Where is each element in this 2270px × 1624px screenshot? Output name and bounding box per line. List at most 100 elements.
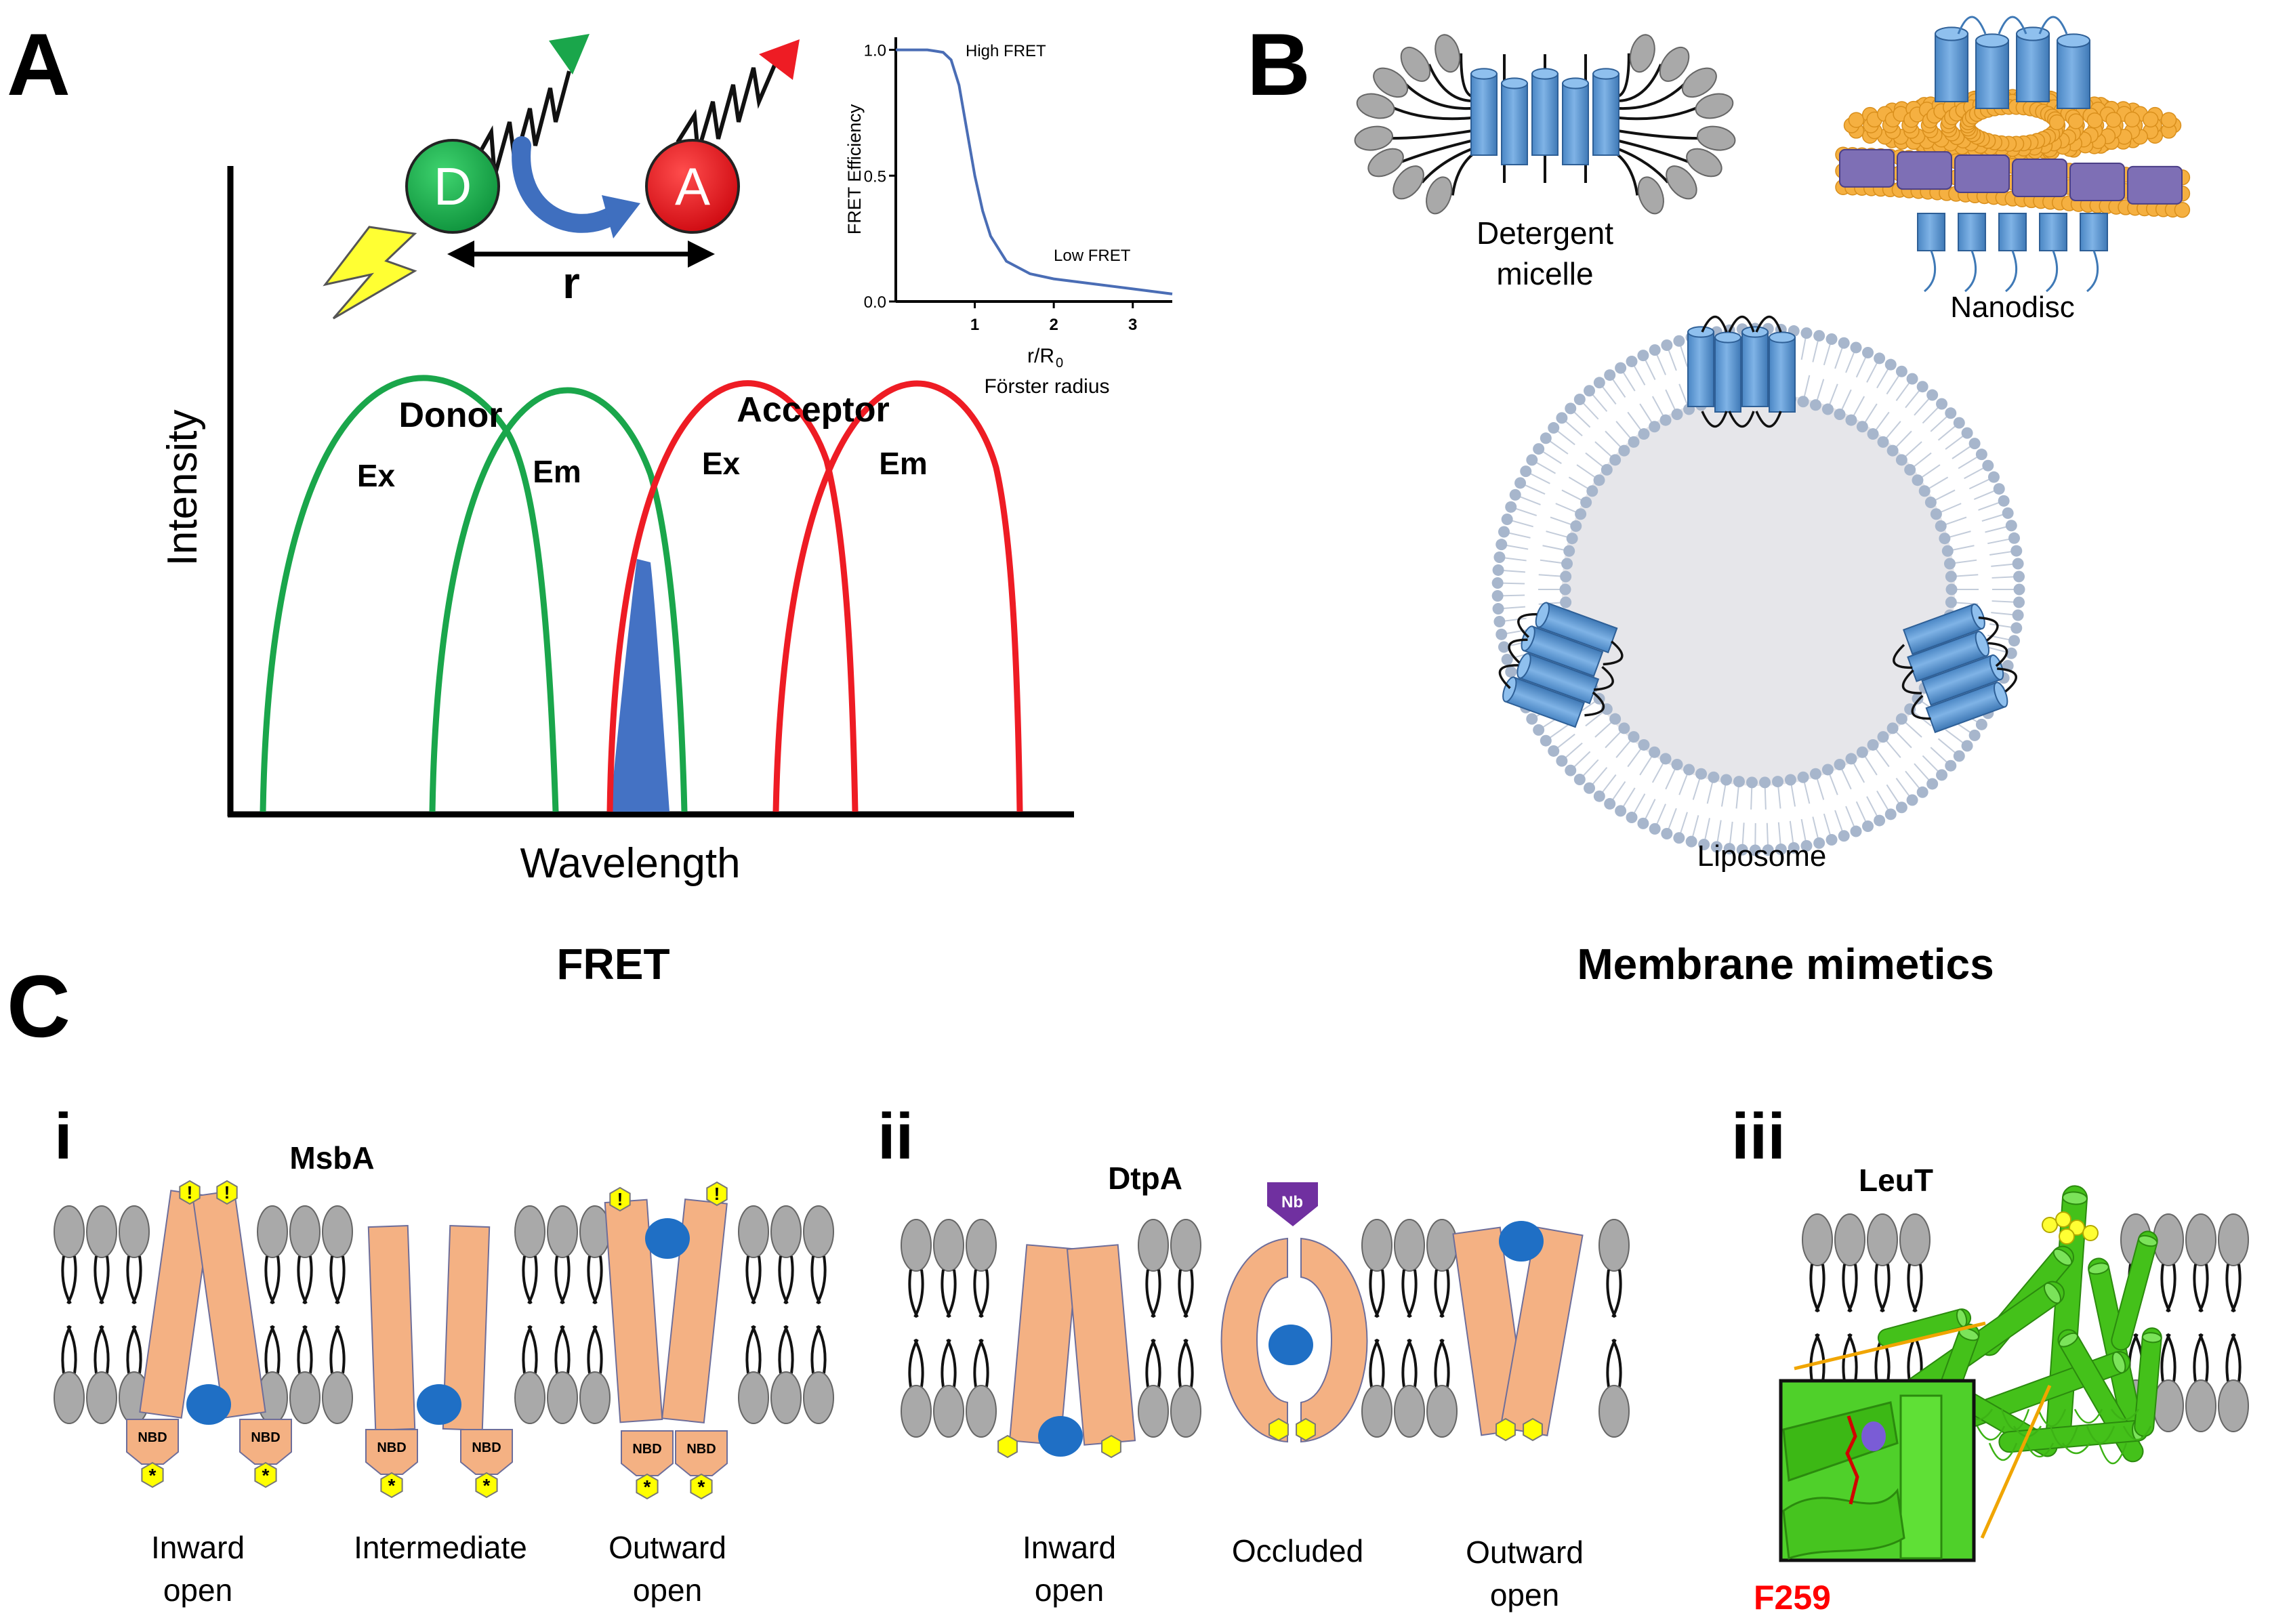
liposome-lipid-head [1548, 422, 1560, 434]
msba-inward-label-site-left-mark: ! [187, 1182, 193, 1203]
liposome-lipid-head [1540, 432, 1552, 444]
liposome-lipid-head [1498, 526, 1510, 538]
leut-loop [2122, 1425, 2152, 1441]
liposome-lipid-head [1916, 381, 1928, 393]
lipid-head-upper [547, 1205, 578, 1258]
msba-outward-nbd-right-label: NBD [686, 1442, 716, 1457]
acceptor-emission-arrowhead-icon [759, 39, 800, 80]
nanodisc-lipid-head [2067, 113, 2084, 129]
liposome-lipid-head [1850, 825, 1862, 837]
nanodisc-loop [1957, 16, 1987, 35]
lipid-tails-upper [297, 1255, 313, 1304]
lipid-tails-lower [297, 1325, 313, 1374]
lipid-tails-lower [587, 1325, 603, 1374]
liposome-lipid-head [1593, 474, 1605, 486]
liposome-lipid-head [1720, 774, 1733, 786]
msba-outward-nbd-right [675, 1430, 728, 1476]
nanodisc-helix-top [2016, 26, 2050, 102]
leut-helix-11-cap [1956, 1308, 1968, 1327]
nanodisc-loop [2046, 250, 2059, 293]
leut-loop [2061, 1442, 2091, 1455]
zoom-inset-ion [1861, 1421, 1886, 1451]
lipid-head-upper [1802, 1213, 1833, 1266]
liposome-lipid-head [1698, 839, 1710, 851]
detergent-head [1637, 176, 1664, 215]
liposome-protein-top-helix [1769, 331, 1796, 413]
msba-outward-substrate [645, 1218, 690, 1259]
liposome-lipid-head [1862, 820, 1874, 832]
liposome-lipid-head [1733, 776, 1745, 788]
msba-intermediate-nbd-left-label-site-mark: * [388, 1475, 396, 1496]
leut-label-site-atom [2082, 1225, 2099, 1241]
liposome-lipid-head [1838, 337, 1850, 349]
liposome-lipid-head [1637, 350, 1649, 362]
inset-xtick-label: 2 [1049, 316, 1058, 334]
liposome-protein-top-helix-body [1741, 331, 1769, 407]
dtpa-inward-label-site-left [997, 1434, 1018, 1459]
lipid-head-upper [1598, 1219, 1630, 1272]
nanodisc-lipid-head [2143, 111, 2159, 128]
msba-states: !!NBD*NBD*NBD*NBD*!!NBD*NBD* [126, 1180, 728, 1500]
leut-helix-6-cap [2058, 1332, 2079, 1348]
lipid-tails-upper [908, 1269, 924, 1318]
liposome-protein-right [1893, 603, 2017, 734]
panel-a-letter: A [7, 15, 70, 114]
liposome-lipid-head [1877, 436, 1889, 448]
liposome-lipid-head [1953, 417, 1965, 429]
liposome-lipid-head [1856, 421, 1868, 433]
lipid-tails-lower [329, 1325, 346, 1374]
liposome-label: Liposome [1697, 839, 1827, 873]
lipid-head-lower [579, 1371, 611, 1424]
inset-ytick-label: 1.0 [864, 42, 886, 60]
liposome-lipid-head [1975, 718, 1987, 730]
liposome-lipid-head [1982, 459, 1994, 472]
inset-xlabel: r/R [1027, 345, 1054, 367]
lipid-tails-lower [2225, 1333, 2242, 1382]
zoom-inset-helix-lower [1782, 1488, 1905, 1560]
liposome-lipid-head [1501, 514, 1513, 526]
liposome-lipid-head [1649, 344, 1661, 356]
lipid-tails-upper [1178, 1269, 1194, 1318]
panel-a-caption: FRET [556, 940, 669, 988]
acceptor-label: Acceptor [737, 390, 889, 430]
inset-ylabel: FRET Efficiency [844, 104, 865, 234]
liposome-lipid-head [2013, 596, 2025, 608]
lipid-tails-lower [1434, 1339, 1450, 1388]
liposome-lipid-head [1749, 844, 1761, 856]
lipid-tails-lower [1178, 1339, 1194, 1388]
lipid-head-lower [738, 1371, 769, 1424]
lipid-head-lower [547, 1371, 578, 1424]
lipid-head-lower [901, 1385, 932, 1438]
liposome-protein-top-helix [1687, 326, 1714, 407]
liposome-lipid-head [1935, 520, 1947, 533]
liposome-protein-top [1687, 316, 1796, 428]
nanodisc-helix-top-body [2016, 33, 2050, 102]
nanodisc-label: Nanodisc [1950, 291, 2074, 324]
nanodisc-loop [1924, 250, 1937, 293]
donor-letter: D [434, 157, 472, 216]
liposome-lipid-head [1492, 564, 1504, 576]
liposome-protein-right-helix [1903, 603, 1985, 655]
liposome-lipid-head [1540, 734, 1552, 747]
dtpa-occluded-substrate [1268, 1325, 1313, 1365]
liposome-lipid-head [1509, 488, 1521, 501]
lipid-tails-upper [1145, 1269, 1161, 1318]
liposome-lipid-head [1838, 830, 1850, 842]
spectral-overlap-area [610, 559, 669, 812]
liposome-protein-left-loop [1584, 691, 1605, 717]
liposome-lipid-head [1800, 839, 1813, 852]
liposome-lipid-head [1800, 327, 1813, 339]
scaffold-protein-helix [1897, 151, 1952, 190]
leut-label-site-atom [2055, 1211, 2071, 1228]
liposome-protein-top-helix-body [1687, 331, 1714, 407]
detergent-head [1426, 176, 1453, 215]
liposome-lipid-head [1626, 355, 1638, 367]
liposome-lipid-head [1987, 471, 2000, 483]
lipid-tails-upper [1809, 1264, 1825, 1312]
msba-inward-nbd-left-label: NBD [138, 1430, 167, 1445]
msba-intermediate-nbd-right-label-site-mark: * [483, 1475, 491, 1496]
liposome-lipid-head [1809, 399, 1821, 411]
msba-intermediate-nbd-right-label: NBD [472, 1440, 501, 1455]
msba-intermediate-substrate [417, 1384, 461, 1425]
msba-inward-nbd-right [239, 1419, 292, 1465]
